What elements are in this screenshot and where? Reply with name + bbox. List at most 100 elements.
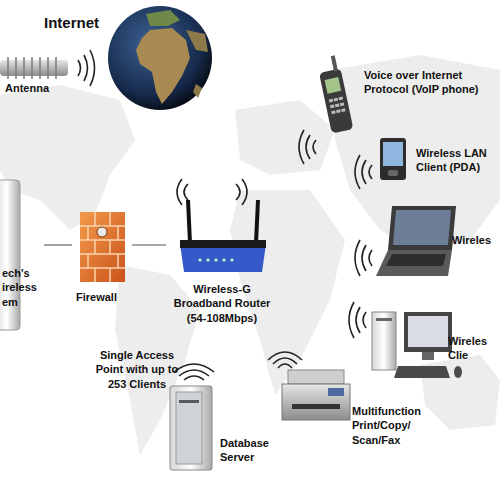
wireless-waves-part <box>174 364 214 372</box>
label-holder: Single Access Point with up to 253 Clien… <box>88 348 186 391</box>
router-icon-part-part <box>222 258 225 261</box>
server-icon-part <box>170 386 212 470</box>
wireless-waves-part <box>355 240 360 276</box>
voip-phone-icon-part-part <box>329 99 334 103</box>
pda-client: Wireless LAN Client (PDA) <box>375 135 498 183</box>
device-label: ech's ireless em <box>2 266 42 309</box>
device-label: Voice over Internet Protocol (VoIP phone… <box>364 68 494 97</box>
desktop-icon-part <box>454 366 462 378</box>
router-icon-part <box>180 240 266 248</box>
firewall-icon-part-part <box>87 254 89 268</box>
device-label: Antenna <box>5 81 49 95</box>
antenna-icon-part <box>0 60 68 76</box>
wireless-waves-part <box>369 165 372 179</box>
device-label: Wireles <box>452 233 491 247</box>
wireless-waves-part <box>242 179 247 205</box>
globe-icon-part <box>136 28 190 104</box>
antenna-icon-part-part <box>15 57 17 79</box>
pda-icon <box>380 138 406 180</box>
firewall-icon-part-part <box>117 226 119 240</box>
printer-icon-part <box>282 384 350 420</box>
voip-phone-icon-part <box>331 55 338 71</box>
wireless-waves-part <box>273 358 297 364</box>
globe-icon-part <box>186 30 208 52</box>
firewall-icon-part-part <box>109 268 111 282</box>
firewall-icon-part-part <box>94 212 96 226</box>
voip-phone-icon-part-part <box>336 109 341 113</box>
firewall-icon-part <box>80 212 125 282</box>
antenna: Antenna <box>0 52 100 102</box>
wireless-waves-part <box>349 302 354 338</box>
firewall-icon-part <box>80 212 125 282</box>
wireless-waves-part <box>369 250 372 266</box>
wireless-waves-part <box>356 307 360 333</box>
laptop-icon-part <box>386 254 446 266</box>
laptop-icon-part <box>393 210 451 245</box>
wireless-waves-part <box>184 376 204 380</box>
wireless-waves-part <box>299 130 304 164</box>
printer-icon <box>282 370 350 420</box>
server-icon-part <box>179 400 199 403</box>
wireless-waves-part <box>90 50 95 86</box>
router: Wireless-G Broadband Router (54-108Mbps) <box>166 190 280 330</box>
router-icon <box>180 200 266 272</box>
firewall-icon <box>80 212 125 282</box>
wireless-waves-part <box>313 140 316 154</box>
firewall-icon-part-part <box>94 268 96 282</box>
router-icon-part-part <box>230 258 233 261</box>
wireless-waves <box>78 50 372 380</box>
world-map-part <box>330 55 500 255</box>
wireless-waves-part <box>179 370 209 376</box>
device-label: Database Server <box>220 436 276 465</box>
voip-phone-icon-part-part <box>341 108 346 112</box>
device-label: Firewall <box>76 290 117 304</box>
router-icon-part-part <box>214 258 217 261</box>
voip-phone-icon-part-part <box>330 105 335 109</box>
globe-icon <box>108 6 212 110</box>
printer-icon-part <box>288 370 344 384</box>
wireless-waves-part <box>355 155 360 189</box>
printer-icon-part <box>328 388 344 396</box>
antenna-icon-part-part <box>7 57 9 79</box>
voip-phone-icon-part <box>319 68 353 133</box>
network-cable <box>44 244 72 246</box>
wireless-waves-part <box>278 364 292 368</box>
laptop-icon-part <box>376 250 452 276</box>
laptop-icon <box>376 206 456 276</box>
voip-phone-icon <box>316 55 353 134</box>
server-icon-part <box>176 392 202 464</box>
desktop-icon-part <box>394 366 450 378</box>
note-label: Single Access Point with up to 253 Clien… <box>88 348 186 391</box>
wireless-waves-part <box>362 160 366 184</box>
wireless-waves-part <box>84 55 88 81</box>
wireless-waves-part <box>306 135 310 159</box>
antenna-icon-part-part <box>31 57 33 79</box>
globe-icon-part <box>146 10 180 26</box>
voip-phone-icon-part-part <box>340 102 345 106</box>
firewall: Firewall <box>72 205 132 306</box>
device-label: Multifunction Print/Copy/ Scan/Fax <box>352 404 436 447</box>
wireless-waves-part <box>363 312 366 328</box>
network-cable <box>132 244 166 246</box>
desktop-icon-part <box>422 352 434 360</box>
device-label: Internet <box>44 13 99 33</box>
voip-phone-icon-part <box>329 97 346 115</box>
voip-phone-icon-part-part <box>331 110 336 114</box>
internet-globe: Internet <box>40 5 215 115</box>
wireless-waves-part <box>268 352 302 360</box>
voip-phone: Voice over Internet Protocol (VoIP phone… <box>315 55 497 140</box>
desktop-icon-part <box>372 312 396 370</box>
wireless-waves-part <box>177 179 182 205</box>
firewall-icon-part-part <box>109 212 111 226</box>
voip-phone-icon-part-part <box>335 103 340 107</box>
pda-icon-part <box>388 170 398 176</box>
desktop-icon-part <box>376 318 392 321</box>
wireless-waves-part <box>236 184 240 200</box>
world-map-part <box>235 100 335 175</box>
router-icon-part-part <box>206 258 209 261</box>
router-icon-part <box>256 200 258 243</box>
voip-phone-icon-part-part <box>339 97 344 101</box>
router-icon-part-part <box>198 258 201 261</box>
desktop-icon-part <box>408 316 448 347</box>
